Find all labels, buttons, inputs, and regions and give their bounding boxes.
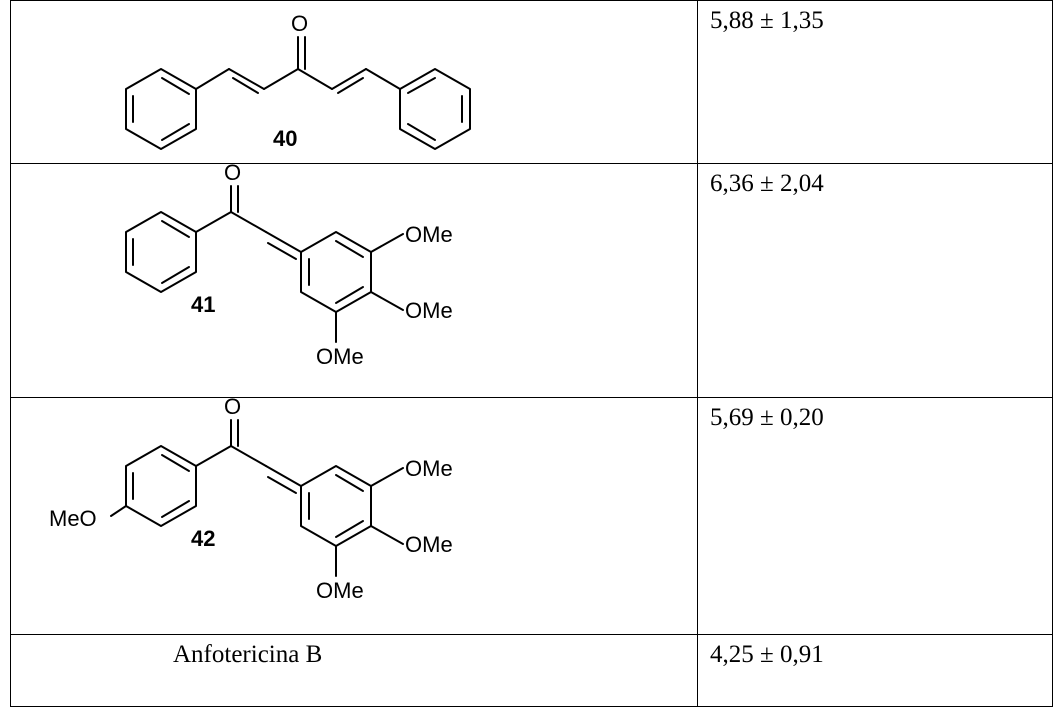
atom-label: OMe (405, 298, 453, 323)
value-text: 6,36 ± 2,04 (710, 170, 824, 197)
reference-drug-name: Anfotericina B (173, 641, 323, 668)
atom-label: OMe (316, 344, 364, 369)
benzene-ring (300, 465, 372, 547)
value-text: 5,69 ± 0,20 (710, 404, 824, 431)
atom-label: MeO (49, 506, 97, 531)
benzene-ring (399, 68, 471, 150)
table-row: Anfotericina B 4,25 ± 0,91 (10, 634, 1053, 707)
structure-cell-41: O OMe OMe OMe 41 (10, 160, 698, 398)
benzene-ring (125, 68, 197, 150)
atom-label: OMe (405, 532, 453, 557)
value-cell: 6,36 ± 2,04 (697, 163, 1053, 398)
atom-label: OMe (405, 222, 453, 247)
benzene-ring (300, 231, 372, 313)
table-row: O MeO OMe OMe OMe 42 5,69 ± 0,20 (10, 394, 1053, 635)
value-text: 5,88 ± 1,35 (710, 7, 824, 34)
structure-cell-40: O 40 (10, 0, 698, 164)
structure-cell-42: O MeO OMe OMe OMe 42 (10, 394, 698, 635)
compound-number: 40 (273, 126, 297, 151)
atom-label: OMe (405, 456, 453, 481)
atom-label: OMe (316, 578, 364, 603)
value-cell: 4,25 ± 0,91 (697, 634, 1053, 707)
value-text: 4,25 ± 0,91 (710, 641, 824, 668)
atom-label: O (291, 11, 308, 36)
results-table: O 40 5,88 ± 1,35 (10, 0, 1053, 707)
structure-41: O OMe OMe OMe 41 (125, 160, 453, 369)
structure-40: O 40 (125, 11, 471, 151)
reference-name-cell: Anfotericina B (10, 634, 698, 707)
table-row: O 40 5,88 ± 1,35 (10, 0, 1053, 164)
atom-label: O (224, 160, 241, 185)
compound-number: 42 (191, 526, 215, 551)
compound-number: 41 (191, 292, 215, 317)
structure-42: O MeO OMe OMe OMe 42 (49, 394, 453, 603)
atom-label: O (224, 394, 241, 419)
value-cell: 5,88 ± 1,35 (697, 0, 1053, 164)
benzene-ring (125, 211, 197, 293)
table-row: O OMe OMe OMe 41 6,36 ± 2,04 (10, 160, 1053, 398)
value-cell: 5,69 ± 0,20 (697, 397, 1053, 635)
benzene-ring (125, 445, 197, 527)
